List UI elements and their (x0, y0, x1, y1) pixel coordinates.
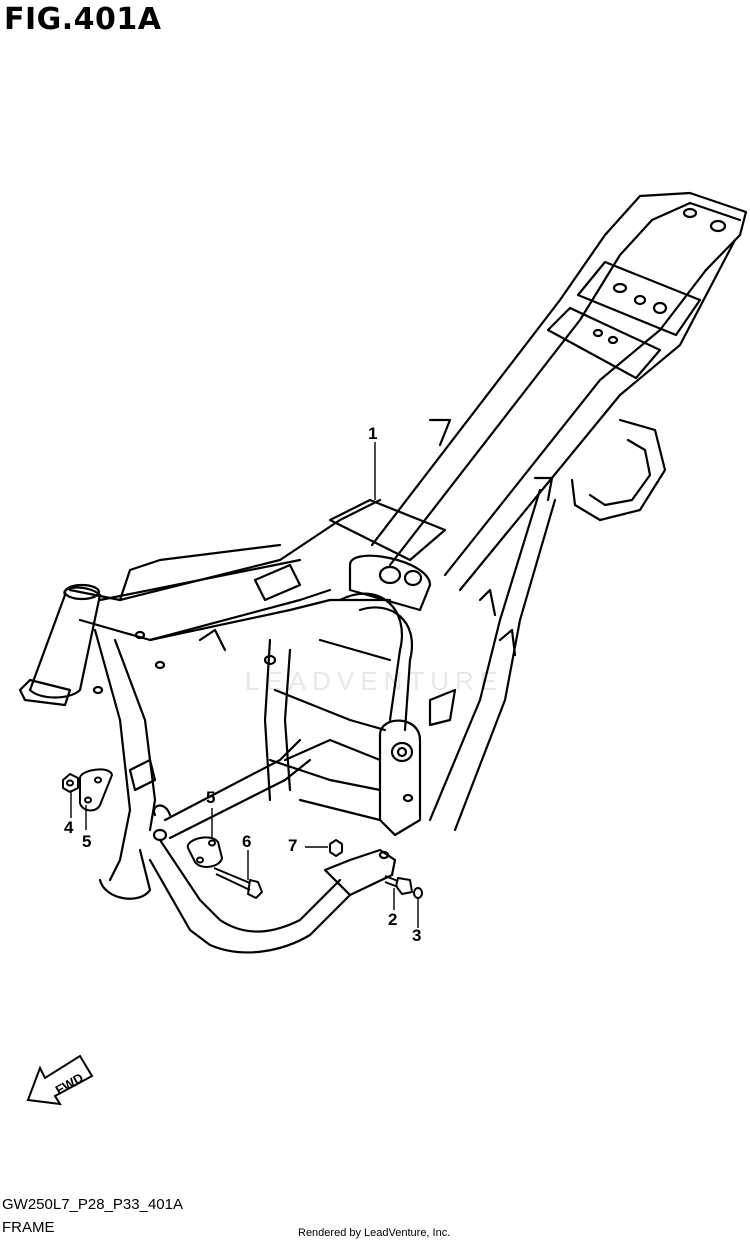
figure-title: FIG.401A (4, 2, 162, 37)
loose-parts (62, 768, 423, 899)
main-frame (18, 191, 748, 954)
figure-code: GW250L7_P28_P33_401A (2, 1196, 183, 1213)
leader-lines (70, 442, 419, 928)
figure-name: FRAME (2, 1219, 55, 1236)
part-7-nut (329, 839, 343, 857)
part-5-plate-left (78, 768, 113, 812)
part-4-nut (62, 773, 79, 793)
callout-3: 3 (412, 926, 422, 945)
callout-2: 2 (388, 910, 398, 929)
callout-1: 1 (368, 424, 378, 443)
callout-5-left: 5 (82, 832, 92, 851)
callout-7: 7 (288, 836, 298, 855)
watermark-text: LEADVENTURE (245, 666, 503, 696)
part-3-washer (413, 887, 423, 899)
part-5-plate-right (186, 836, 223, 868)
part-6-bolt (213, 867, 251, 891)
callout-5-right: 5 (206, 788, 216, 807)
fwd-arrow-icon: FWD (26, 1054, 94, 1106)
rendered-by-footer: Rendered by LeadVenture, Inc. (298, 1227, 451, 1239)
callout-4: 4 (64, 818, 74, 837)
callout-6: 6 (242, 832, 252, 851)
